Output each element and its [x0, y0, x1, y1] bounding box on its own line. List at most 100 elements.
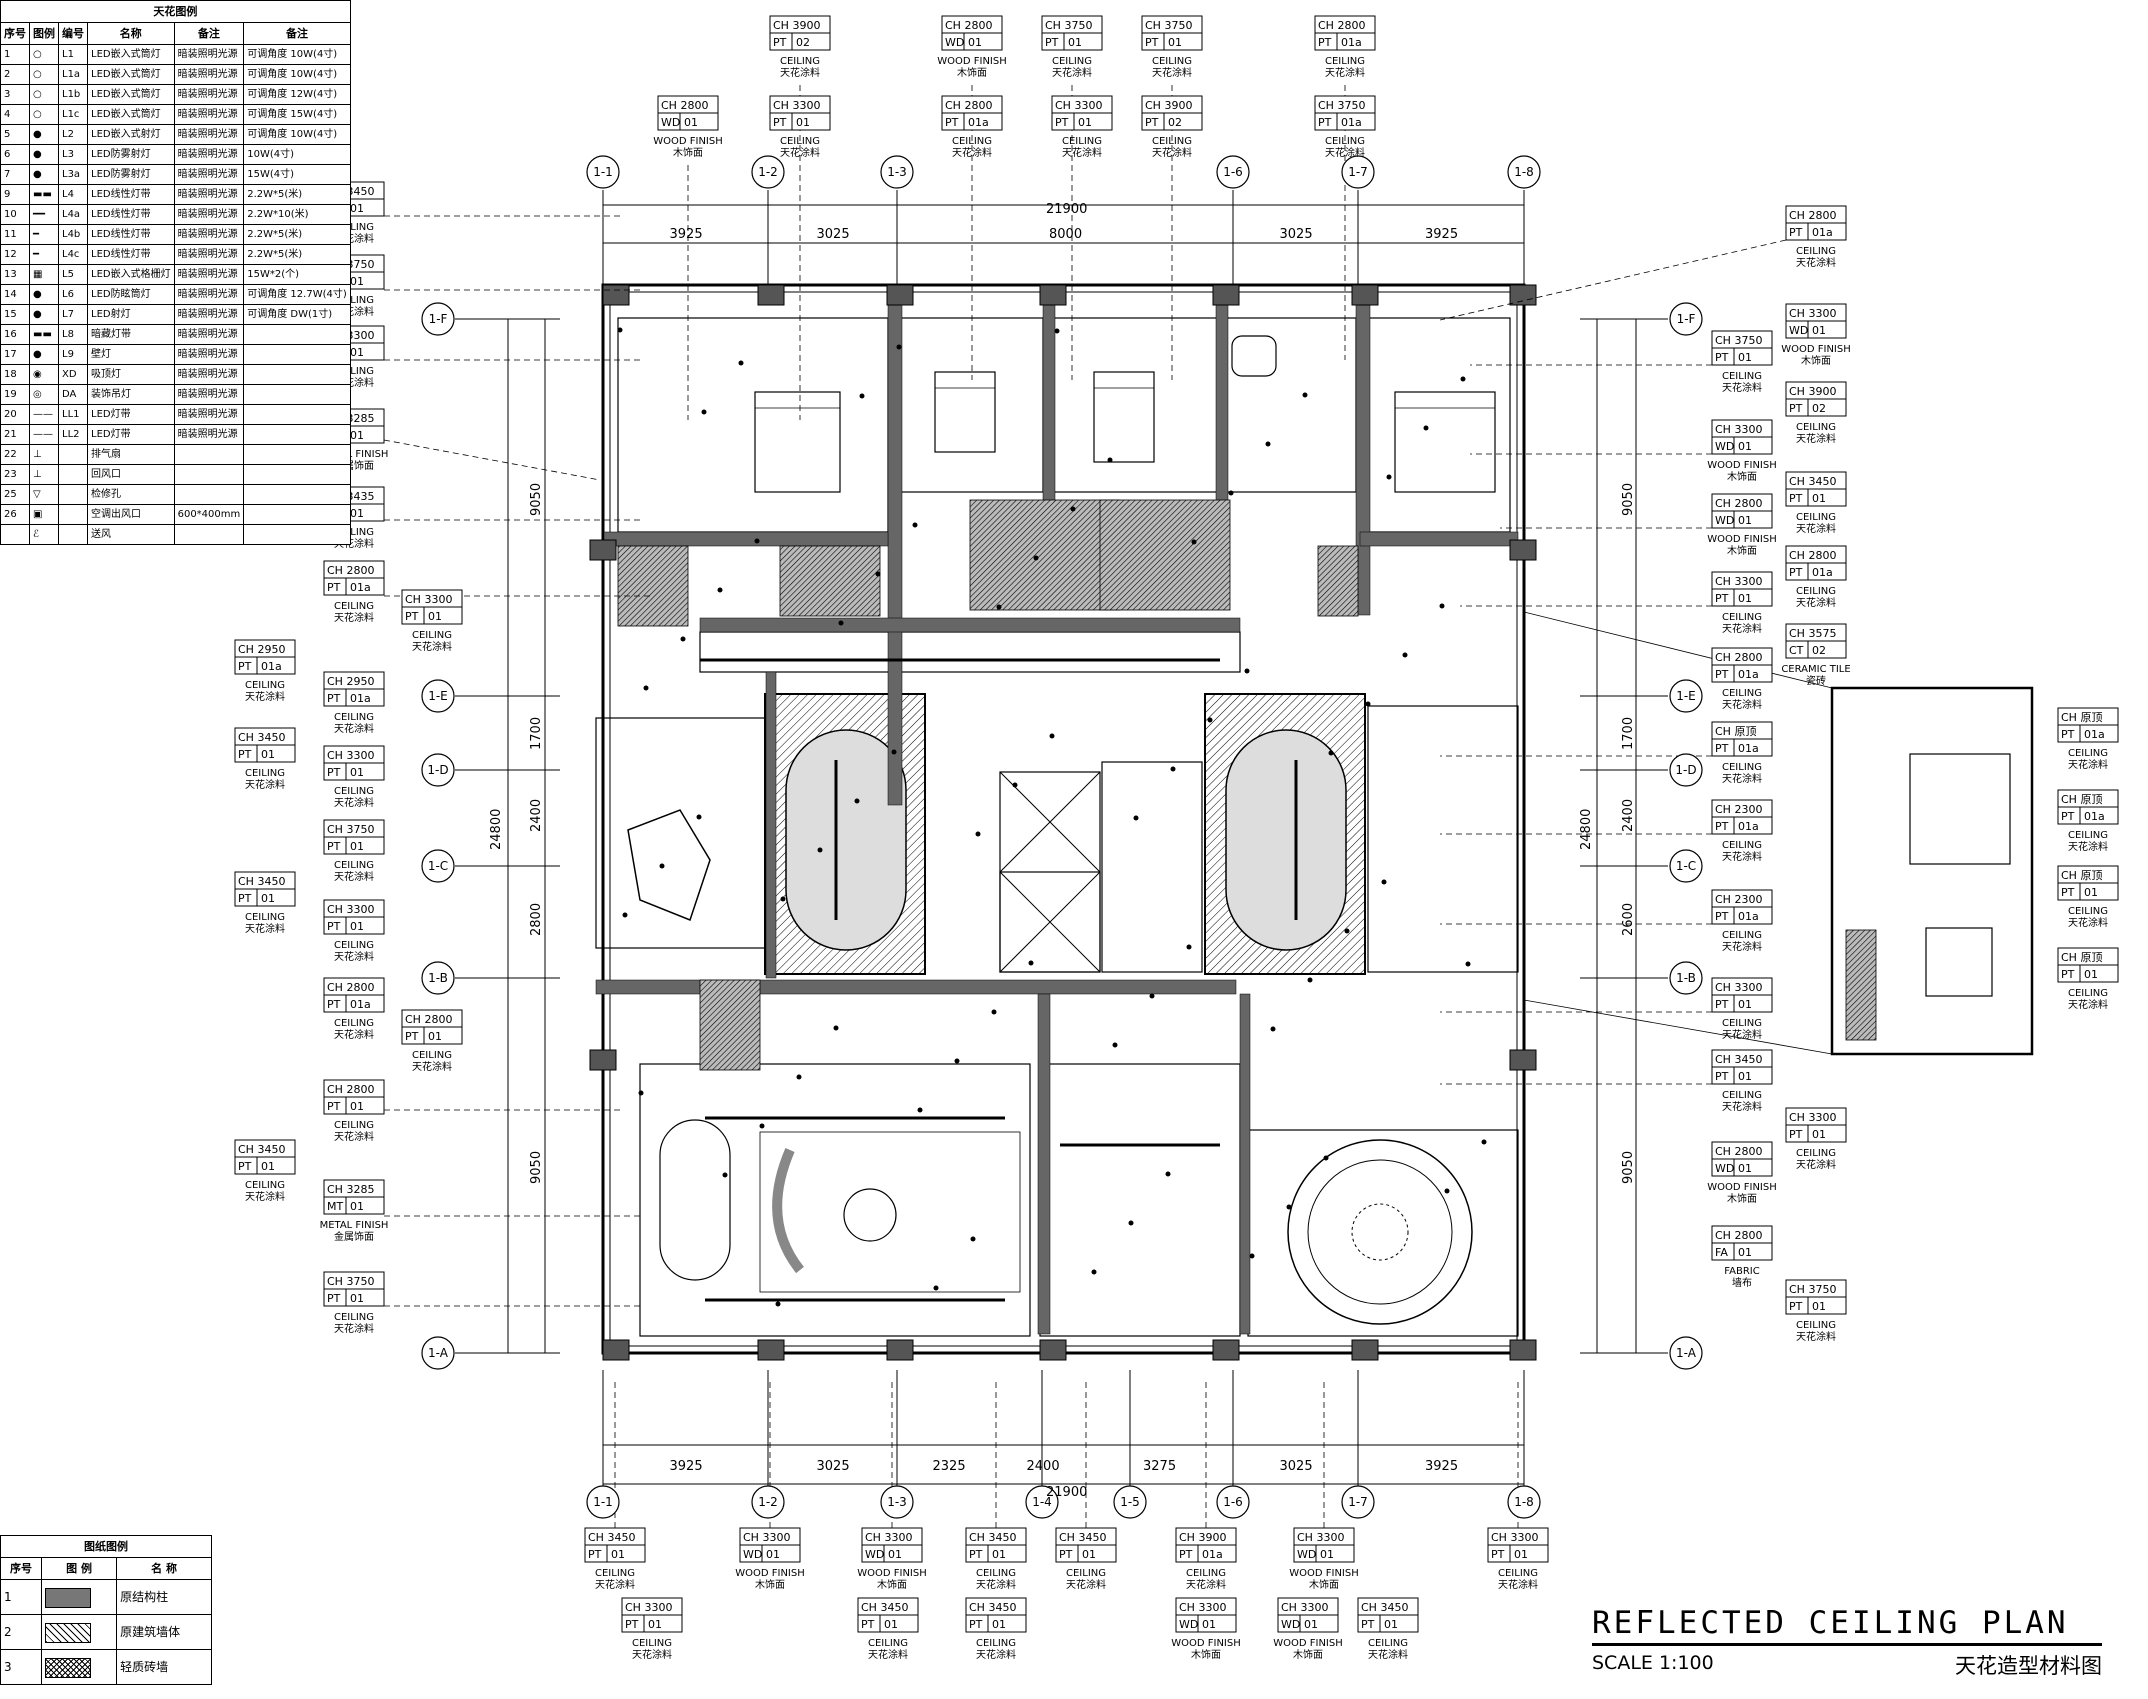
legend-cell: 可调角度 10W(4寸) [243, 44, 351, 65]
legend-cell [243, 504, 351, 525]
tag-material-code: WD [1715, 440, 1734, 453]
legend-cell [173, 444, 245, 465]
tag-ceiling-height: CH 2800 [327, 1083, 374, 1096]
downlight-icon [1249, 1253, 1255, 1259]
tag-ceiling-height: CH 3450 [1059, 1531, 1106, 1544]
legend-cell: L2 [58, 124, 88, 145]
tag-material-name: WOOD FINISH [653, 136, 723, 147]
dimension-value: 3925 [670, 227, 703, 242]
tag-material-number: 01a [968, 116, 989, 129]
living-room-ceiling [639, 1063, 1031, 1337]
legend-cell: 暗装照明光源 [173, 184, 245, 205]
axis-right: 1-D [1669, 753, 1703, 787]
downlight-icon [1270, 1026, 1276, 1032]
tag-material-code: PT [1715, 742, 1729, 755]
axis-label: 1-4 [1032, 1495, 1052, 1509]
legend-cell: 暗藏灯带 [87, 324, 175, 345]
dimension-total: 21900 [1046, 1485, 1087, 1500]
tag-material-number: 01 [350, 507, 364, 520]
tag-material-name-cn: 天花涂料 [1325, 66, 1365, 79]
tag-material-code: MT [327, 1200, 343, 1213]
downlight-icon [1328, 750, 1334, 756]
tag-ceiling-height: CH 3300 [1179, 1601, 1226, 1614]
tag-material-code: FA [1715, 1246, 1728, 1259]
structural-column [886, 284, 914, 306]
legend-cell: LED防雾射灯 [87, 144, 175, 165]
legend-cell: 600*400mm [173, 504, 245, 525]
tag-ceiling-height: CH 2800 [945, 99, 992, 112]
downlight-icon [1012, 782, 1018, 788]
tag-material-name-cn: 天花涂料 [976, 1648, 1016, 1661]
tag-material-name: CEILING [1722, 840, 1762, 851]
tag-material-name-cn: 天花涂料 [1052, 66, 1092, 79]
tag-material-number: 01 [684, 116, 698, 129]
tag-material-number: 01 [1812, 492, 1826, 505]
tag-material-name-cn: 天花涂料 [2068, 758, 2108, 771]
structural-column [1509, 1049, 1537, 1071]
tag-material-number: 01 [350, 275, 364, 288]
axis-bottom: 1-6 [1216, 1485, 1250, 1519]
piano [627, 809, 711, 921]
living-rug [759, 1131, 1021, 1293]
tag-material-name: CEILING [780, 136, 820, 147]
tag-ceiling-height: CH 2300 [1715, 893, 1762, 906]
tag-material-number: 01a [1738, 668, 1759, 681]
structural-column [1212, 1339, 1240, 1361]
axis-bubble [1507, 155, 1541, 189]
tag-material-number: 01 [1514, 1548, 1528, 1561]
tag-material-number: 01 [1068, 36, 1082, 49]
drawing-legend-title: 图纸图例 [0, 1535, 212, 1558]
axis-bubble [1669, 679, 1703, 713]
tag-ceiling-height: CH 3450 [1715, 1053, 1762, 1066]
legend-cell: L5 [58, 264, 88, 285]
legend-cell: 15 [0, 304, 30, 325]
tag-material-name-cn: 天花涂料 [412, 640, 452, 653]
tag-material-number: 01 [261, 892, 275, 905]
legend-cell: LED防眩筒灯 [87, 284, 175, 305]
tag-material-code: PT [945, 116, 959, 129]
bed [1394, 391, 1496, 493]
lighting-legend-header: 序号图例编号名称备注备注 [0, 22, 351, 45]
downlight-icon [838, 620, 844, 626]
tag-ceiling-height: CH 原顶 [2061, 711, 2102, 724]
tag-ceiling-height: CH 2800 [945, 19, 992, 32]
tag-material-number: 01 [1082, 1548, 1096, 1561]
partition-hatch [699, 979, 761, 1071]
axis-top: 1-8 [1507, 155, 1541, 189]
axis-left: 1-B [421, 961, 455, 995]
tag-material-number: 01 [350, 840, 364, 853]
tag-ceiling-height: CH 3300 [743, 1531, 790, 1544]
tag-material-name: CEILING [1722, 930, 1762, 941]
legend-row: 25▽检修孔 [0, 484, 351, 505]
tag-material-code: PT [327, 581, 341, 594]
leader-line [383, 439, 601, 481]
axis-label: 1-A [428, 1346, 449, 1360]
dimension-value: 2600 [1621, 903, 1636, 936]
legend-cell: LED嵌入式格栅灯 [87, 264, 175, 285]
legend-cell: LED线性灯带 [87, 204, 175, 225]
tag-material-number: 01 [968, 36, 982, 49]
downlight-icon [717, 587, 723, 593]
tag-material-code: PT [1055, 116, 1069, 129]
tag-material-name: WOOD FINISH [1707, 460, 1777, 471]
tag-material-code: PT [969, 1618, 983, 1631]
legend-cell: L4 [58, 184, 88, 205]
structural-column [1039, 284, 1067, 306]
axis-label: 1-D [1675, 763, 1696, 777]
legend-cell: 10W(4寸) [243, 144, 351, 165]
axis-top: 1-2 [751, 155, 785, 189]
tag-ceiling-height: CH 3450 [969, 1531, 1016, 1544]
tag-material-name: CEILING [595, 1568, 635, 1579]
tag-ceiling-height: CH 原顶 [2061, 951, 2102, 964]
tag-material-number: 01 [766, 1548, 780, 1561]
